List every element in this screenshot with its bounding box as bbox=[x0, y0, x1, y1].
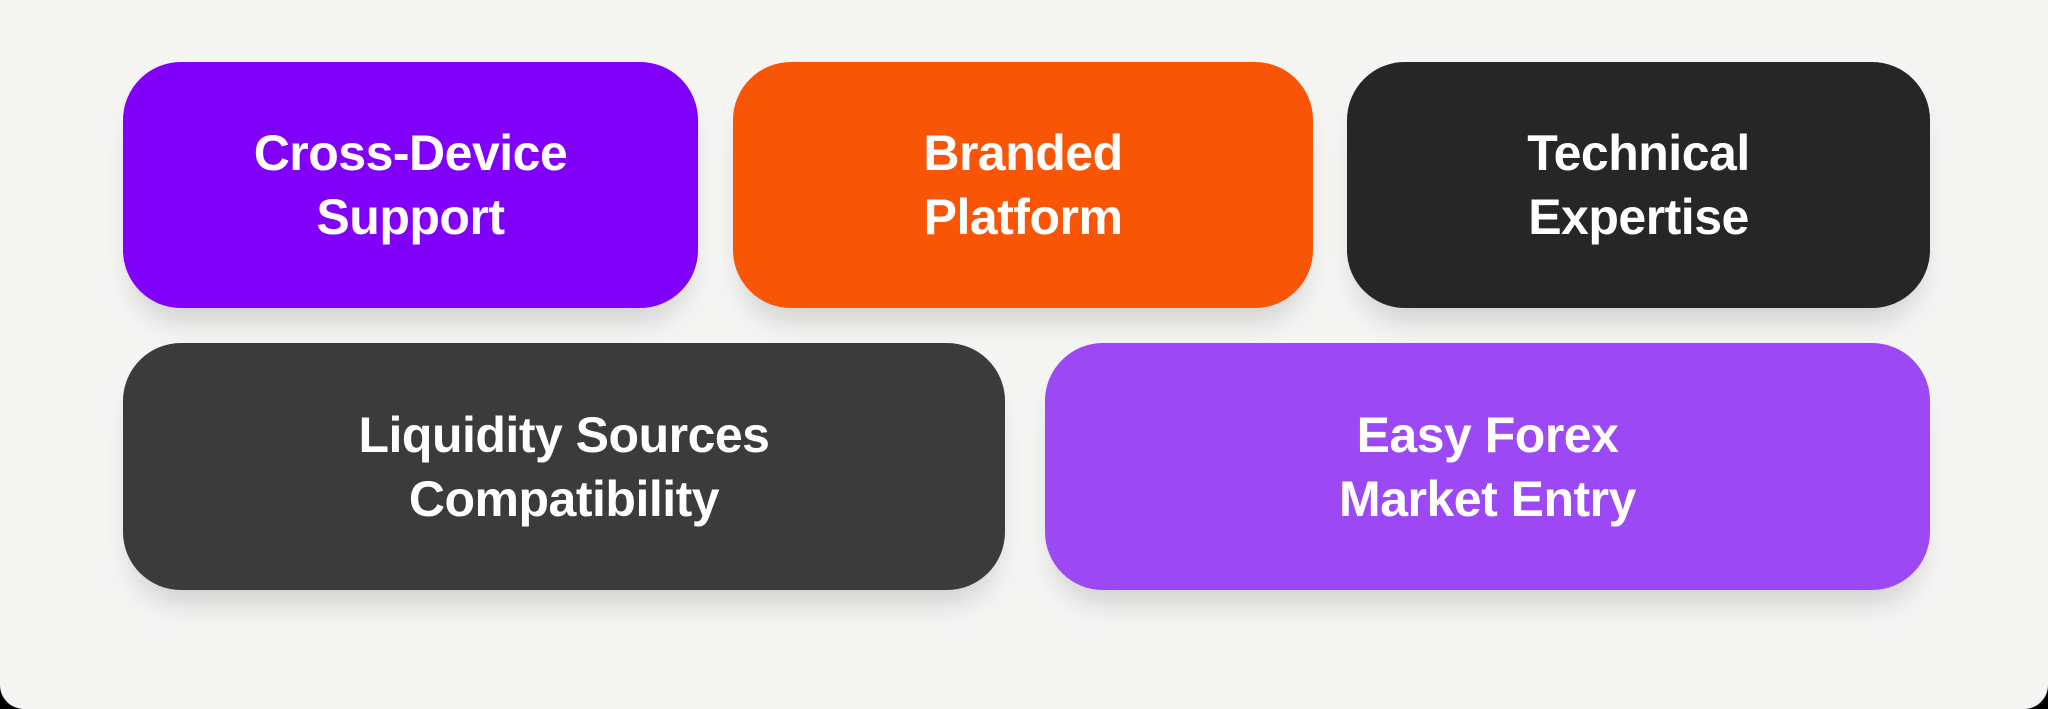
feature-card-label-line: Support bbox=[316, 189, 505, 245]
feature-card-label-line: Branded bbox=[923, 125, 1123, 181]
feature-card-liquidity-sources-compatibility: Liquidity Sources Compatibility bbox=[123, 343, 1005, 590]
feature-card-technical-expertise: Technical Expertise bbox=[1347, 62, 1930, 308]
feature-card-branded-platform: Branded Platform bbox=[733, 62, 1313, 308]
feature-card-label-line: Platform bbox=[923, 189, 1123, 245]
feature-card-label-line: Technical bbox=[1527, 125, 1750, 181]
feature-card-label-line: Cross-Device bbox=[253, 125, 568, 181]
feature-card-easy-forex-market-entry: Easy Forex Market Entry bbox=[1045, 343, 1930, 590]
feature-card-label-line: Market Entry bbox=[1339, 470, 1636, 527]
feature-card-label-line: Easy Forex bbox=[1356, 406, 1619, 463]
feature-card-label-line: Compatibility bbox=[408, 470, 720, 527]
feature-card-cross-device-support: Cross-Device Support bbox=[123, 62, 698, 308]
feature-card-label-line: Expertise bbox=[1528, 189, 1749, 245]
feature-card-label-line: Liquidity Sources bbox=[358, 406, 770, 463]
